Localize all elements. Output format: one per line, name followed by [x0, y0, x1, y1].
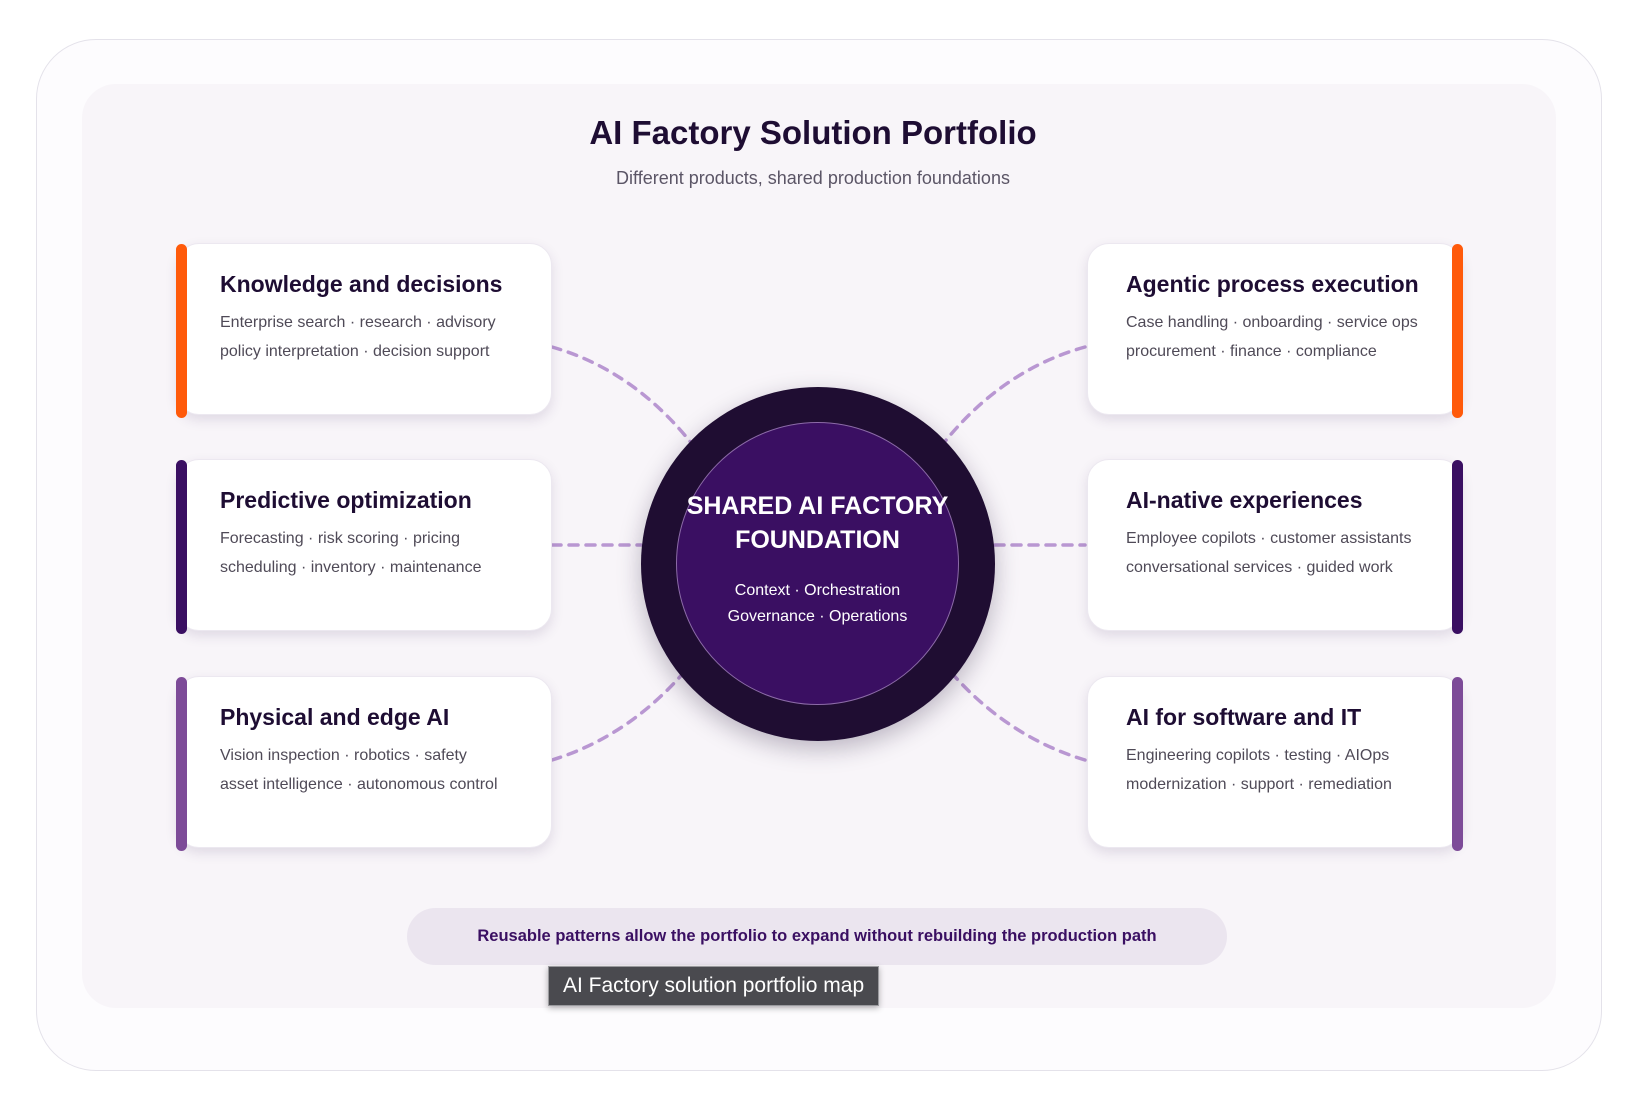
- card-line: Vision inspection · robotics · safety: [220, 747, 467, 764]
- card-accent-bar: [1452, 460, 1463, 634]
- card-line: Forecasting · risk scoring · pricing: [220, 530, 461, 547]
- card-knowledge-and-decisions: Knowledge and decisions Enterprise searc…: [176, 243, 552, 418]
- hub-subtitle-line: Governance · Operations: [727, 608, 908, 625]
- card-line: procurement · finance · compliance: [1126, 343, 1377, 360]
- footer-banner: Reusable patterns allow the portfolio to…: [407, 908, 1227, 965]
- card-line: scheduling · inventory · maintenance: [220, 559, 482, 576]
- card-title: Physical and edge AI: [220, 704, 450, 730]
- card-title: Knowledge and decisions: [220, 271, 503, 297]
- card-accent-bar: [1452, 677, 1463, 851]
- card-line: Enterprise search · research · advisory: [220, 314, 496, 331]
- card-line: Engineering copilots · testing · AIOps: [1126, 747, 1390, 764]
- card-predictive-optimization: Predictive optimization Forecasting · ri…: [176, 459, 552, 634]
- hub-inner-circle: [676, 422, 959, 705]
- card-accent-bar: [176, 244, 187, 418]
- card-physical-and-edge-ai: Physical and edge AI Vision inspection ·…: [176, 676, 552, 851]
- page-subtitle: Different products, shared production fo…: [616, 168, 1010, 188]
- connector-physical: [550, 648, 704, 762]
- card-title: Agentic process execution: [1126, 271, 1419, 297]
- connector-knowledge: [550, 345, 704, 459]
- card-line: asset intelligence · autonomous control: [220, 776, 498, 793]
- card-agentic-process-execution: Agentic process execution Case handling …: [1087, 243, 1463, 418]
- connector-software: [931, 648, 1087, 762]
- card-accent-bar: [1452, 244, 1463, 418]
- card-accent-bar: [176, 460, 187, 634]
- card-ai-native-experiences: AI-native experiences Employee copilots …: [1087, 459, 1463, 634]
- hub-subtitle-line: Context · Orchestration: [734, 582, 901, 599]
- card-line: Employee copilots · customer assistants: [1126, 530, 1412, 547]
- card-title: AI-native experiences: [1126, 487, 1363, 513]
- card-title: Predictive optimization: [220, 487, 472, 513]
- hub-title: SHARED AI FACTORY FOUNDATION: [676, 489, 959, 557]
- hub-title-line: SHARED AI FACTORY: [686, 492, 949, 520]
- card-description: Case handling · onboarding · service ops…: [1126, 308, 1461, 366]
- hub-subtitle: Context · Orchestration Governance · Ope…: [676, 578, 959, 630]
- connector-agentic: [931, 345, 1087, 459]
- card-description: Engineering copilots · testing · AIOps m…: [1126, 741, 1461, 799]
- page-title: AI Factory Solution Portfolio: [589, 114, 1037, 151]
- card-accent-bar: [176, 677, 187, 851]
- card-ai-for-software-and-it: AI for software and IT Engineering copil…: [1087, 676, 1463, 851]
- card-line: policy interpretation · decision support: [220, 343, 490, 360]
- image-tooltip: AI Factory solution portfolio map: [548, 966, 880, 1006]
- card-description: Vision inspection · robotics · safety as…: [220, 741, 551, 799]
- hub-title-line: FOUNDATION: [735, 526, 900, 554]
- card-description: Enterprise search · research · advisory …: [220, 308, 551, 366]
- card-description: Forecasting · risk scoring · pricing sch…: [220, 524, 551, 582]
- card-line: Case handling · onboarding · service ops: [1126, 314, 1418, 331]
- card-line: conversational services · guided work: [1126, 559, 1393, 576]
- card-line: modernization · support · remediation: [1126, 776, 1392, 793]
- card-title: AI for software and IT: [1126, 704, 1362, 730]
- card-description: Employee copilots · customer assistants …: [1126, 524, 1461, 582]
